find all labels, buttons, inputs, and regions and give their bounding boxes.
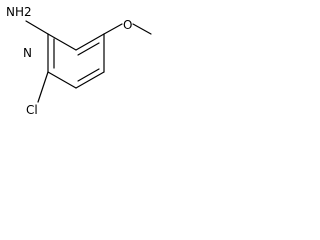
bond-c6-n1 bbox=[47, 71, 77, 89]
bond-o-ch3 bbox=[132, 23, 152, 35]
methoxy-oxygen-label: O bbox=[123, 18, 132, 32]
bond-c4-o bbox=[103, 23, 123, 35]
chlorine-label: Cl bbox=[26, 103, 38, 117]
amine-label: NH2 bbox=[6, 5, 32, 19]
bond-c3-c4 bbox=[75, 33, 105, 51]
structure-canvas: NH2 N O Cl bbox=[0, 0, 166, 155]
bond-c5-c6 bbox=[75, 71, 105, 89]
ring-nitrogen-label: N bbox=[23, 46, 32, 60]
double-bond-c3-c4 bbox=[77, 42, 100, 56]
double-bond-c5-c6 bbox=[77, 68, 100, 82]
bond-c6-cl bbox=[37, 71, 49, 103]
bond-c2-nh2 bbox=[25, 20, 49, 35]
chemical-structure-diagram: NH2 N O Cl bbox=[6, 5, 152, 117]
bond-c2-c3 bbox=[47, 33, 77, 51]
